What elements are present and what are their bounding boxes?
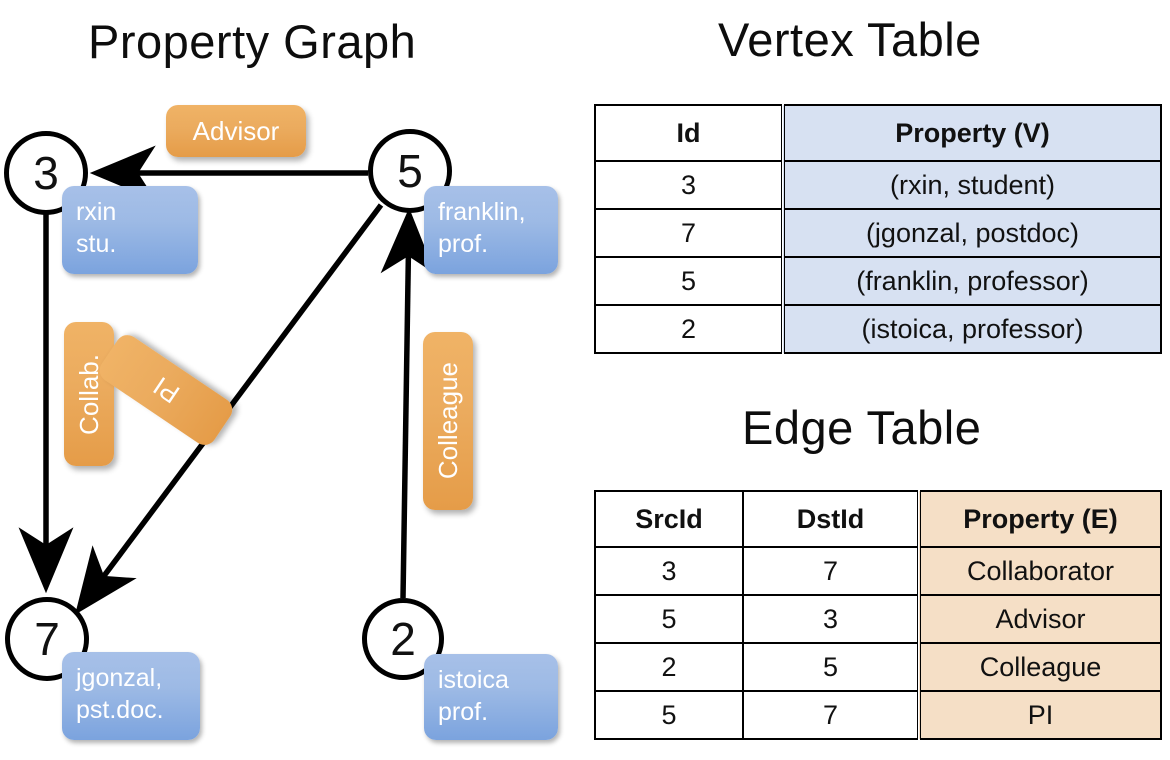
table-row[interactable]: 5 (franklin, professor) — [594, 256, 1162, 306]
page-title-property-graph: Property Graph — [88, 15, 417, 68]
edge-label-colleague-text: Colleague — [433, 362, 463, 480]
table-row[interactable]: 5 3 Advisor — [594, 594, 1162, 644]
edge-table-header-property: Property (E) — [917, 490, 1162, 548]
vertex-property-box-2-line1: istoica — [438, 666, 509, 694]
vertex-node-5[interactable]: 5 — [368, 129, 452, 213]
vertex-property-box-5-line2: prof. — [438, 230, 489, 258]
vertex-property-box-3-line2: stu. — [76, 230, 117, 258]
edge-table-cell-srcid: 2 — [594, 642, 744, 692]
table-row[interactable]: 5 7 PI — [594, 690, 1162, 740]
edge-table-cell-property: Colleague — [917, 642, 1162, 692]
vertex-node-7-label: 7 — [34, 613, 60, 665]
vertex-table-cell-property: (istoica, professor) — [781, 304, 1162, 354]
edge-label-collab[interactable]: Collab. — [64, 322, 114, 466]
vertex-table-cell-id: 7 — [594, 208, 784, 258]
edge-table-header-row: SrcId DstId Property (E) — [594, 490, 1162, 548]
table-row[interactable]: 2 5 Colleague — [594, 642, 1162, 692]
table-row[interactable]: 7 (jgonzal, postdoc) — [594, 208, 1162, 258]
edge-table-cell-dstid: 3 — [742, 594, 920, 644]
page-title-edge-table: Edge Table — [742, 401, 982, 454]
vertex-node-3-label: 3 — [33, 147, 59, 199]
edge-table-cell-dstid: 7 — [742, 546, 920, 596]
table-row[interactable]: 2 (istoica, professor) — [594, 304, 1162, 354]
vertex-property-box-3[interactable]: rxin stu. — [62, 186, 198, 274]
edge-table-header-srcid: SrcId — [594, 490, 744, 548]
vertex-table-cell-id: 3 — [594, 160, 784, 210]
vertex-property-box-5-line1: franklin, — [438, 198, 526, 226]
vertex-property-box-3-line1: rxin — [76, 198, 117, 226]
vertex-property-box-7-line2: pst.doc. — [76, 696, 164, 724]
vertex-table-cell-id: 2 — [594, 304, 784, 354]
edge-label-advisor-text: Advisor — [192, 116, 280, 146]
edge-label-colleague[interactable]: Colleague — [423, 332, 473, 510]
vertex-table-header-property: Property (V) — [781, 104, 1162, 162]
edge-label-collab-text: Collab. — [74, 353, 104, 435]
edge-table-header-dstid: DstId — [742, 490, 920, 548]
vertex-node-2[interactable]: 2 — [362, 598, 444, 680]
edge-table-cell-property: Collaborator — [917, 546, 1162, 596]
edge-label-pi-text: PI — [147, 370, 185, 410]
edge-table: SrcId DstId Property (E) 3 7 Collaborato… — [594, 490, 1162, 740]
table-row[interactable]: 3 7 Collaborator — [594, 546, 1162, 596]
edge-table-cell-dstid: 7 — [742, 690, 920, 740]
vertex-table-cell-property: (franklin, professor) — [781, 256, 1162, 306]
vertex-property-box-5[interactable]: franklin, prof. — [424, 186, 558, 274]
vertex-property-box-7-line1: jgonzal, — [76, 664, 163, 692]
edge-table-cell-srcid: 3 — [594, 546, 744, 596]
vertex-table-cell-property: (jgonzal, postdoc) — [781, 208, 1162, 258]
vertex-node-5-label: 5 — [397, 145, 423, 197]
edge-table-cell-dstid: 5 — [742, 642, 920, 692]
edge-table-cell-property: Advisor — [917, 594, 1162, 644]
table-row[interactable]: 3 (rxin, student) — [594, 160, 1162, 210]
edge-2-to-5 — [380, 207, 436, 599]
page-title-vertex-table: Vertex Table — [718, 13, 982, 66]
edge-table-cell-srcid: 5 — [594, 690, 744, 740]
vertex-property-box-2[interactable]: istoica prof. — [424, 654, 558, 740]
edge-table-cell-srcid: 5 — [594, 594, 744, 644]
vertex-table: Id Property (V) 3 (rxin, student) 7 (jgo… — [594, 104, 1162, 354]
edge-table-cell-property: PI — [917, 690, 1162, 740]
vertex-table-cell-id: 5 — [594, 256, 784, 306]
vertex-table-header-row: Id Property (V) — [594, 104, 1162, 162]
vertex-table-header-id: Id — [594, 104, 784, 162]
vertex-table-cell-property: (rxin, student) — [781, 160, 1162, 210]
vertex-property-box-2-line2: prof. — [438, 698, 489, 726]
vertex-property-box-7[interactable]: jgonzal, pst.doc. — [62, 652, 200, 740]
vertex-node-2-label: 2 — [390, 613, 416, 665]
edge-label-advisor[interactable]: Advisor — [166, 105, 306, 157]
